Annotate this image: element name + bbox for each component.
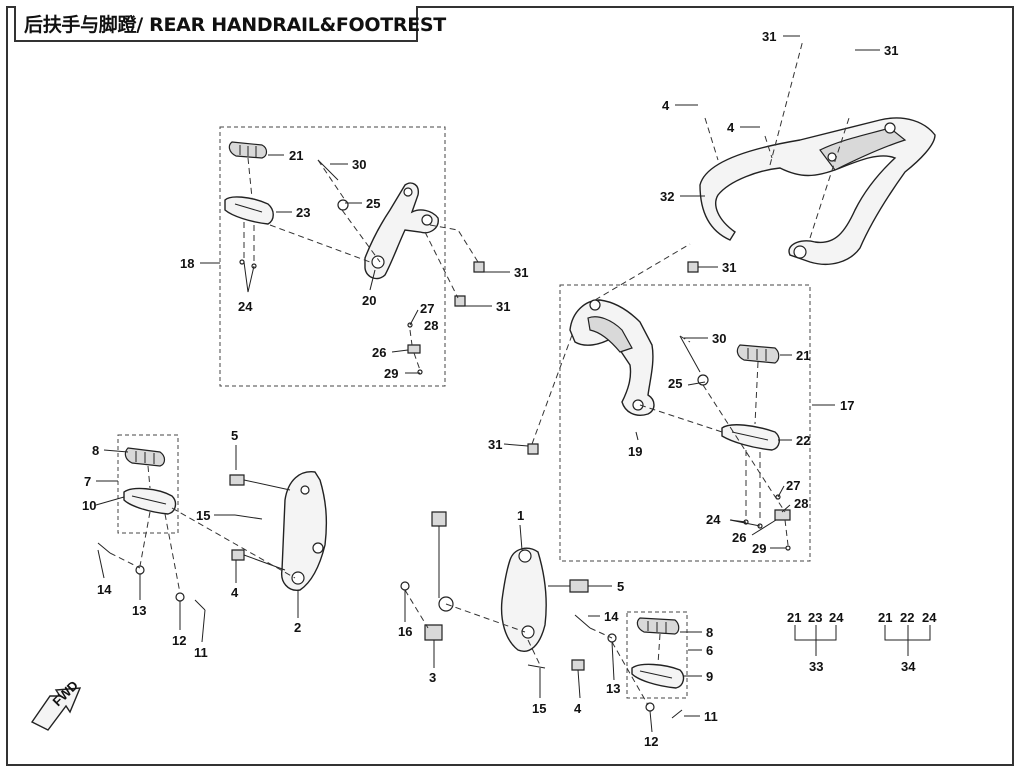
callout-11-left: 11 — [194, 645, 208, 660]
callout-27-left: 27 — [420, 301, 434, 316]
callout-31-a: 31 — [514, 265, 528, 280]
title-box: 后扶手与脚蹬/ REAR HANDRAIL&FOOTREST — [14, 6, 446, 42]
group-box-7 — [117, 434, 179, 534]
callout-31-d: 31 — [884, 43, 898, 58]
group-box-18 — [219, 126, 446, 387]
right-bracket-part — [569, 299, 655, 416]
callout-8-left: 8 — [92, 443, 99, 458]
callout-31-f: 31 — [488, 437, 502, 452]
callout-31-c: 31 — [762, 29, 776, 44]
kit34-part-3: 24 — [922, 610, 937, 625]
callout-13-left: 13 — [132, 603, 146, 618]
small-parts-lower-center — [527, 579, 683, 719]
fwd-arrow-icon: FWD — [30, 678, 82, 731]
rear-handrail-part — [699, 117, 936, 266]
footpeg-22-right — [721, 424, 780, 451]
kit33-part-1: 21 — [787, 610, 801, 625]
callout-4-d: 4 — [574, 701, 582, 716]
callout-12-right: 12 — [644, 734, 658, 749]
callout-leaders — [95, 35, 931, 733]
callout-15-left: 15 — [196, 508, 210, 523]
callout-24-left: 24 — [238, 299, 253, 314]
kit34-part-1: 21 — [878, 610, 892, 625]
kit34-part-2: 22 — [900, 610, 914, 625]
callout-26-right: 26 — [732, 530, 746, 545]
page-title: 后扶手与脚蹬/ REAR HANDRAIL&FOOTREST — [24, 13, 446, 36]
callout-11-right: 11 — [704, 709, 718, 724]
callout-14-left: 14 — [97, 582, 112, 597]
group-box-6 — [626, 611, 688, 699]
callout-30-left: 30 — [352, 157, 366, 172]
footpeg-10-left — [123, 487, 177, 515]
callout-25-right: 25 — [668, 376, 682, 391]
callout-2: 2 — [294, 620, 301, 635]
callout-29-left: 29 — [384, 366, 398, 381]
group-box-17 — [559, 284, 811, 562]
callout-30-right: 30 — [712, 331, 726, 346]
callout-21-left: 21 — [289, 148, 303, 163]
callout-12-left: 12 — [172, 633, 186, 648]
callout-10: 10 — [82, 498, 96, 513]
linkage-rod-part — [400, 511, 454, 641]
kit34-label: 34 — [901, 659, 916, 674]
callout-20: 20 — [362, 293, 376, 308]
callout-28-left: 28 — [424, 318, 438, 333]
small-parts-left-group — [239, 159, 485, 375]
callout-28-right: 28 — [794, 496, 808, 511]
callout-31-b: 31 — [496, 299, 510, 314]
footpeg-23-left — [224, 196, 274, 225]
callout-1: 1 — [517, 508, 524, 523]
callout-26-left: 26 — [372, 345, 386, 360]
callout-32: 32 — [660, 189, 674, 204]
callout-8-right: 8 — [706, 625, 713, 640]
callout-31-e: 31 — [722, 260, 736, 275]
callout-17: 17 — [840, 398, 854, 413]
small-parts-lower-left — [97, 474, 291, 611]
kit33-label: 33 — [809, 659, 823, 674]
callout-21-right: 21 — [796, 348, 810, 363]
callout-16: 16 — [398, 624, 412, 639]
callout-6: 6 — [706, 643, 713, 658]
callout-19: 19 — [628, 444, 642, 459]
callout-3: 3 — [429, 670, 436, 685]
callout-25-left: 25 — [366, 196, 380, 211]
footpeg-9-right — [631, 663, 685, 689]
footpeg-rubber-21-left — [228, 141, 268, 159]
callout-4-a: 4 — [662, 98, 670, 113]
callout-7: 7 — [84, 474, 91, 489]
callout-24-right: 24 — [706, 512, 721, 527]
footpeg-rubber-21-right — [736, 344, 780, 364]
callout-5-center: 5 — [617, 579, 624, 594]
callout-27-right: 27 — [786, 478, 800, 493]
callout-4-b: 4 — [727, 120, 735, 135]
callout-labels: 21 23 30 25 18 24 20 31 31 27 28 26 29 3… — [82, 29, 937, 749]
kit33-part-2: 23 — [808, 610, 822, 625]
drawing-frame — [6, 6, 1014, 766]
left-bracket-part — [364, 182, 439, 280]
left-footrest-bracket-part — [281, 471, 328, 591]
callout-18: 18 — [180, 256, 194, 271]
callout-14-right: 14 — [604, 609, 619, 624]
center-lever-bracket-part — [500, 547, 547, 652]
dashed-leaders — [109, 39, 851, 706]
callout-29-right: 29 — [752, 541, 766, 556]
callout-5-left: 5 — [231, 428, 238, 443]
callout-4-c: 4 — [231, 585, 239, 600]
callout-13-right: 13 — [606, 681, 620, 696]
footpeg-rubber-8-left — [124, 447, 166, 467]
callout-23: 23 — [296, 205, 310, 220]
footpeg-rubber-8-right — [636, 617, 680, 635]
callout-22: 22 — [796, 433, 810, 448]
small-parts-right-group — [527, 261, 791, 551]
kit33-part-3: 24 — [829, 610, 844, 625]
callout-9: 9 — [706, 669, 713, 684]
callout-15-center: 15 — [532, 701, 546, 716]
